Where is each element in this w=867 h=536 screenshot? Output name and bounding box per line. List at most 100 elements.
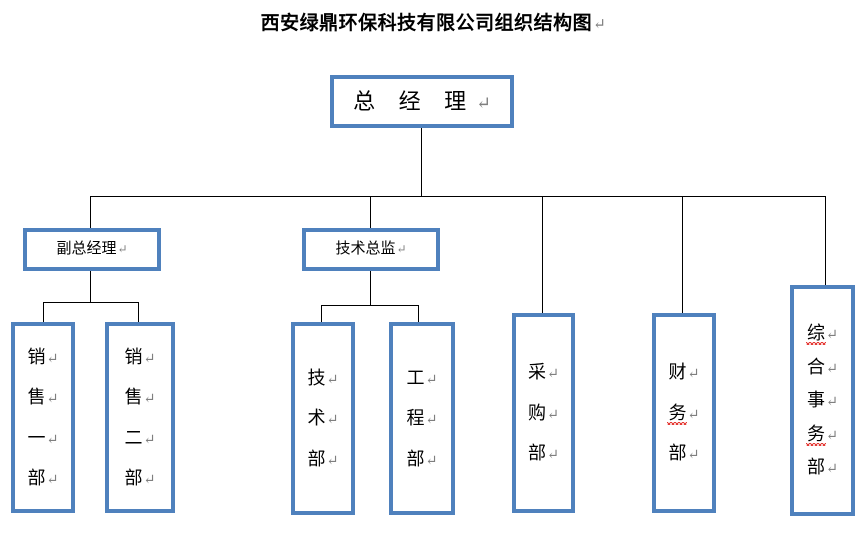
connector-sales-bus-to-sales1: [43, 302, 44, 323]
char: 工: [406, 367, 425, 388]
spellcheck-underlined-char: 综: [805, 323, 826, 346]
connector-bus-to-procurement: [542, 196, 543, 314]
node-finance-dept[interactable]: 财↵务↵部↵: [652, 313, 716, 513]
char: 程: [406, 408, 425, 429]
char: 售: [27, 387, 46, 408]
char: 销: [27, 346, 46, 367]
char: 技: [307, 367, 326, 388]
char: 销: [124, 346, 143, 367]
paragraph-mark-icon: ↵: [143, 471, 156, 488]
node-label-char: 部↵: [27, 469, 58, 487]
paragraph-mark-icon: ↵: [825, 360, 839, 377]
node-procurement-dept-label: 采↵购↵部↵: [528, 363, 559, 462]
paragraph-mark-icon: ↵: [825, 327, 839, 344]
node-deputy-general-manager[interactable]: 副总经理↵: [23, 228, 161, 271]
paragraph-mark-icon: ↵: [546, 366, 560, 383]
connector-gm-to-bus: [421, 127, 422, 197]
node-label-char: 务↵: [805, 425, 839, 446]
node-general-affairs-dept[interactable]: 综↵合↵事↵务↵部↵: [790, 285, 855, 516]
node-label-char: 一↵: [27, 429, 58, 447]
node-sales-dept-1[interactable]: 销↵售↵一↵部↵: [11, 322, 75, 513]
node-label-char: 购↵: [528, 404, 559, 422]
paragraph-mark-icon: ↵: [825, 427, 839, 444]
connector-tech-bus-to-technology: [321, 305, 322, 323]
char: 采: [527, 362, 546, 383]
char: 术: [307, 408, 326, 429]
char: 一: [27, 427, 46, 448]
spellcheck-underlined-char: 务: [667, 402, 688, 425]
node-label-char: 技↵: [307, 369, 338, 387]
char: 购: [527, 402, 546, 423]
node-label-char: 采↵: [528, 363, 559, 381]
paragraph-mark-icon: ↵: [46, 431, 59, 448]
node-engineering-dept[interactable]: 工↵程↵部↵: [389, 322, 455, 515]
node-label-char: 程↵: [406, 409, 437, 427]
node-deputy-general-manager-label: 副总经理↵: [56, 241, 128, 257]
paragraph-mark-icon: ↵: [687, 406, 700, 423]
paragraph-mark-icon: ↵: [825, 394, 839, 411]
node-label-char: 销↵: [27, 348, 58, 366]
node-sales-dept-2[interactable]: 销↵售↵二↵部↵: [105, 322, 175, 513]
node-label-char: 部↵: [528, 444, 559, 462]
node-technology-dept-label: 技↵术↵部↵: [307, 369, 338, 468]
node-label-char: 术↵: [307, 409, 338, 427]
paragraph-mark-icon: ↵: [546, 406, 560, 423]
connector-sales-bus-to-sales2: [138, 302, 139, 323]
paragraph-mark-icon: ↵: [143, 350, 156, 367]
char: 二: [124, 427, 143, 448]
node-label-char: 部↵: [406, 450, 437, 468]
node-technical-director-label: 技术总监↵: [335, 241, 407, 257]
node-label-char: 售↵: [27, 388, 58, 406]
paragraph-mark-icon: ↵: [326, 371, 339, 388]
paragraph-mark-icon: ↵: [593, 16, 607, 33]
paragraph-mark-icon: ↵: [425, 452, 438, 469]
page-title-text: 西安绿鼎环保科技有限公司组织结构图: [260, 13, 593, 34]
char: 部: [27, 467, 46, 488]
node-label-char: 事↵: [807, 391, 838, 409]
connector-tech-bus: [321, 305, 419, 306]
node-sales-dept-2-label: 销↵售↵二↵部↵: [124, 348, 155, 488]
char: 部: [307, 448, 326, 469]
node-label-char: 务↵: [667, 402, 700, 425]
char: 部: [406, 448, 425, 469]
paragraph-mark-icon: ↵: [687, 366, 700, 383]
char: 售: [124, 387, 143, 408]
node-label-char: 工↵: [406, 369, 437, 387]
char: 部: [668, 443, 687, 464]
paragraph-mark-icon: ↵: [326, 452, 339, 469]
node-general-manager[interactable]: 总 经 理↵: [330, 75, 514, 128]
node-finance-dept-label: 财↵务↵部↵: [667, 363, 700, 462]
paragraph-mark-icon: ↵: [425, 371, 438, 388]
node-label-char: 部↵: [807, 458, 838, 476]
connector-technical-director-drop: [370, 270, 371, 306]
paragraph-mark-icon: ↵: [46, 391, 59, 408]
node-procurement-dept[interactable]: 采↵购↵部↵: [512, 313, 575, 513]
char: 事: [806, 390, 825, 411]
paragraph-mark-icon: ↵: [46, 350, 59, 367]
node-label-char: 部↵: [307, 450, 338, 468]
connector-main-bus: [90, 196, 826, 197]
paragraph-mark-icon: ↵: [825, 461, 839, 478]
node-label-char: 合↵: [807, 358, 838, 376]
node-label-char: 部↵: [124, 469, 155, 487]
node-general-manager-label: 总 经 理↵: [353, 88, 500, 114]
node-technical-director[interactable]: 技术总监↵: [302, 228, 440, 271]
node-label-char: 销↵: [124, 348, 155, 366]
connector-bus-to-technical-director: [370, 196, 371, 229]
node-engineering-dept-label: 工↵程↵部↵: [406, 369, 437, 468]
paragraph-mark-icon: ↵: [46, 471, 59, 488]
node-technology-dept[interactable]: 技↵术↵部↵: [291, 322, 355, 515]
paragraph-mark-icon: ↵: [396, 242, 407, 256]
paragraph-mark-icon: ↵: [546, 447, 560, 464]
char: 部: [124, 467, 143, 488]
connector-bus-to-general-affairs: [825, 196, 826, 286]
paragraph-mark-icon: ↵: [425, 412, 438, 429]
page-title: 西安绿鼎环保科技有限公司组织结构图↵: [0, 8, 867, 35]
connector-bus-to-deputy-gm: [90, 196, 91, 229]
node-label-char: 综↵: [805, 323, 839, 346]
paragraph-mark-icon: ↵: [687, 447, 700, 464]
connector-deputy-gm-drop: [90, 270, 91, 303]
node-label-char: 部↵: [668, 444, 699, 462]
paragraph-mark-icon: ↵: [143, 391, 156, 408]
